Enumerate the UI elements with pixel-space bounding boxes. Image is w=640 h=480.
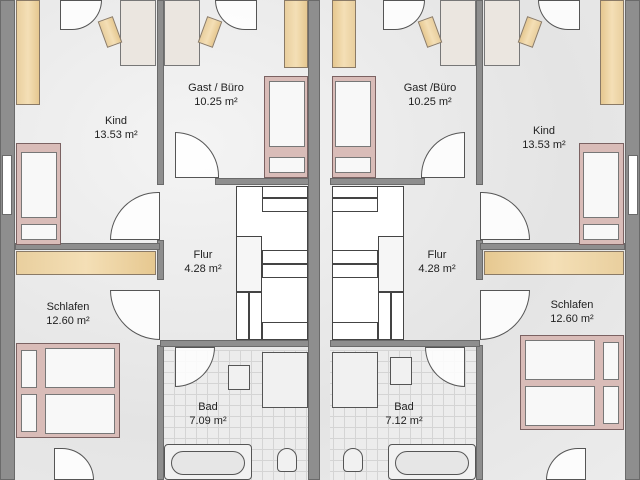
door-swing: [480, 192, 530, 240]
double-bed: [520, 335, 624, 430]
toilet: [343, 448, 363, 472]
toilet: [277, 448, 297, 472]
exterior-wall: [625, 0, 640, 480]
interior-wall: [15, 243, 160, 250]
chair: [417, 16, 443, 48]
door-swing: [110, 192, 160, 240]
window: [628, 155, 638, 215]
wardrobe: [332, 0, 356, 68]
wardrobe: [16, 251, 156, 275]
interior-wall: [476, 345, 483, 480]
interior-wall: [157, 240, 164, 280]
interior-wall: [330, 340, 480, 347]
desk: [164, 0, 200, 66]
desk: [440, 0, 476, 66]
door-swing: [421, 132, 465, 178]
door-swing: [538, 0, 580, 30]
door-swing: [546, 448, 586, 480]
bathtub: [388, 444, 476, 480]
single-bed: [16, 143, 61, 245]
chair: [517, 16, 543, 48]
single-bed: [264, 76, 308, 178]
wardrobe: [600, 0, 624, 105]
interior-wall: [330, 178, 425, 185]
wardrobe: [16, 0, 40, 105]
wardrobe: [484, 251, 624, 275]
sink: [390, 357, 412, 385]
double-bed: [16, 343, 120, 438]
desk: [484, 0, 520, 66]
bathtub: [164, 444, 252, 480]
single-bed: [579, 143, 624, 245]
shower: [262, 352, 308, 408]
window: [2, 155, 12, 215]
sink: [228, 365, 250, 390]
desk: [120, 0, 156, 66]
wardrobe: [284, 0, 308, 68]
interior-wall: [157, 0, 164, 185]
